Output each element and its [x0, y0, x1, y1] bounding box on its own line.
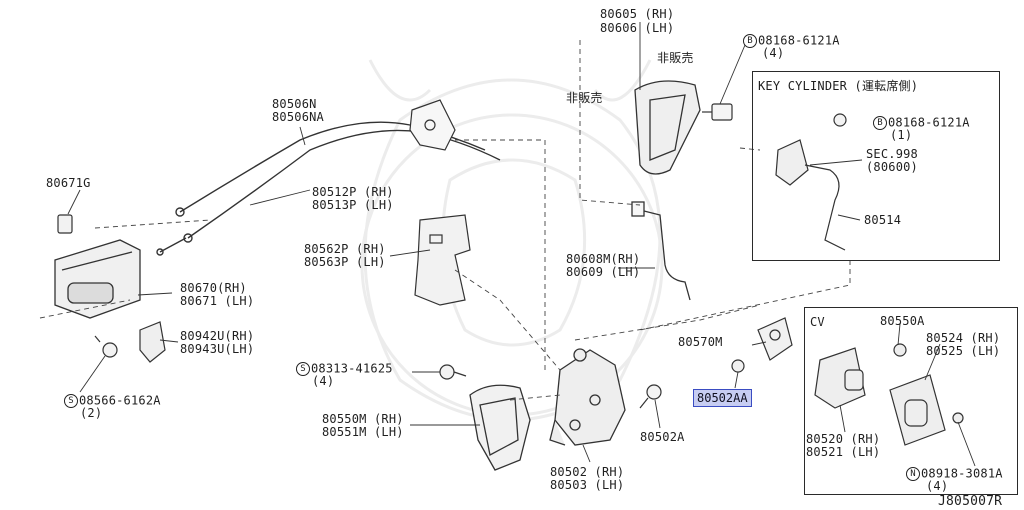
label-80525[interactable]: 80525 (LH) [926, 344, 1001, 358]
ref-code: J805007R [938, 494, 1003, 509]
label-80506na[interactable]: 80506NA [272, 110, 324, 124]
label-80606[interactable]: 80606 (LH) [600, 21, 675, 35]
label-80550m[interactable]: 80550M (RH) [322, 412, 404, 426]
lock-guard [469, 384, 531, 471]
label-80671g[interactable]: 80671G [46, 176, 91, 190]
label-80551m[interactable]: 80551M (LH) [322, 425, 404, 439]
inner-bracket [414, 214, 471, 306]
n-symbol-icon: N [906, 467, 920, 481]
key-cylinder-box [752, 71, 1000, 261]
label-80608m[interactable]: 80608M(RH) [566, 252, 641, 266]
assembly-dashed-lines [39, 40, 851, 401]
clip-80671g [57, 214, 73, 234]
key-cylinder-title: KEY CYLINDER (運転席側) [758, 79, 919, 93]
b-symbol-icon: B [743, 34, 757, 48]
label-08918-qty: (4) [926, 479, 949, 493]
watermark-emblem [360, 59, 664, 422]
label-80605[interactable]: 80605 (RH) [600, 7, 675, 21]
s-symbol-icon: S [64, 394, 78, 408]
label-80520[interactable]: 80520 (RH) [806, 432, 881, 446]
label-80524[interactable]: 80524 (RH) [926, 331, 1001, 345]
leader-lines [67, 22, 976, 467]
screw-08566 [94, 335, 118, 358]
b-symbol-icon: B [873, 116, 887, 130]
rod [631, 201, 691, 301]
label-80503[interactable]: 80503 (LH) [550, 478, 625, 492]
label-80562p[interactable]: 80562P (RH) [304, 242, 386, 256]
screw-80502a [639, 384, 662, 409]
striker-80570m [731, 317, 793, 373]
label-80671[interactable]: 80671 (LH) [180, 294, 255, 308]
label-80563p[interactable]: 80563P (LH) [304, 255, 386, 269]
label-80502aa-highlighted[interactable]: 80502AA [693, 389, 752, 407]
label-not-sold-2: 非販売 [566, 91, 603, 105]
label-80512p[interactable]: 80512P (RH) [312, 185, 394, 199]
label-08168-key-qty: (1) [890, 128, 913, 142]
cv-box [804, 307, 1018, 495]
key-cylinder-drawing [775, 113, 847, 251]
label-80521[interactable]: 80521 (LH) [806, 445, 881, 459]
cv-title: CV [810, 315, 825, 329]
label-08313-qty: (4) [312, 374, 335, 388]
screw-08313 [439, 364, 467, 380]
label-80570m[interactable]: 80570M [678, 335, 723, 349]
screw-08168 [702, 103, 733, 121]
label-80609[interactable]: 80609 (LH) [566, 265, 641, 279]
inside-handle [54, 239, 141, 319]
label-80502[interactable]: 80502 (RH) [550, 465, 625, 479]
door-lock-actuator [549, 348, 626, 446]
s-symbol-icon: S [296, 362, 310, 376]
outside-handle [634, 80, 701, 175]
label-80942u[interactable]: 80942U(RH) [180, 329, 255, 343]
escutcheon [139, 321, 166, 363]
label-80513p[interactable]: 80513P (LH) [312, 198, 394, 212]
label-80502a[interactable]: 80502A [640, 430, 685, 444]
label-08168-top-qty: (4) [762, 46, 785, 60]
label-80670[interactable]: 80670(RH) [180, 281, 247, 295]
label-not-sold-1: 非販売 [657, 51, 694, 65]
label-80506n[interactable]: 80506N [272, 97, 317, 111]
label-80514[interactable]: 80514 [864, 213, 902, 227]
label-80943u[interactable]: 80943U(LH) [180, 342, 255, 356]
label-08566-qty: (2) [80, 406, 103, 420]
label-sec998[interactable]: SEC.998 [866, 147, 918, 161]
cable-bracket [409, 99, 456, 151]
label-80550a[interactable]: 80550A [880, 314, 925, 328]
label-80600: (80600) [866, 160, 918, 174]
cv-drawing [814, 343, 964, 446]
